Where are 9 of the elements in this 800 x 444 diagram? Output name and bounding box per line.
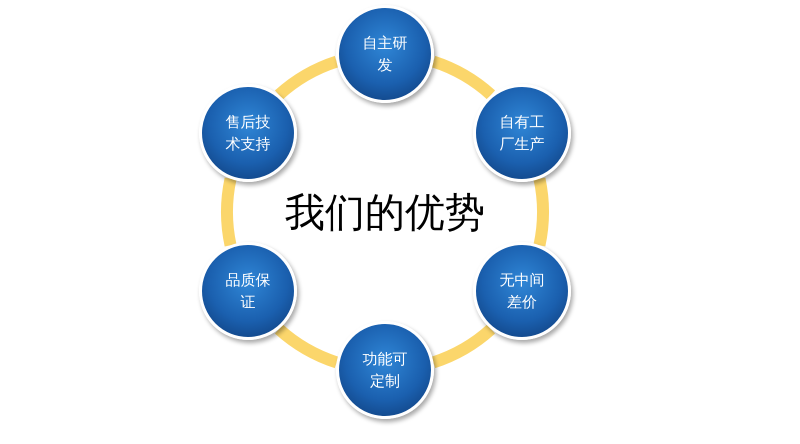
feature-circle: 功能可定制 [336,321,434,419]
ring-segment [431,324,495,368]
ring-segment [275,56,339,100]
ring-segment [221,178,236,246]
ring-segment [275,324,339,368]
feature-circle: 自主研发 [336,5,434,103]
heading: 我们的优势 [284,189,486,238]
ring-segment [431,56,495,100]
ring-segment [534,178,549,246]
